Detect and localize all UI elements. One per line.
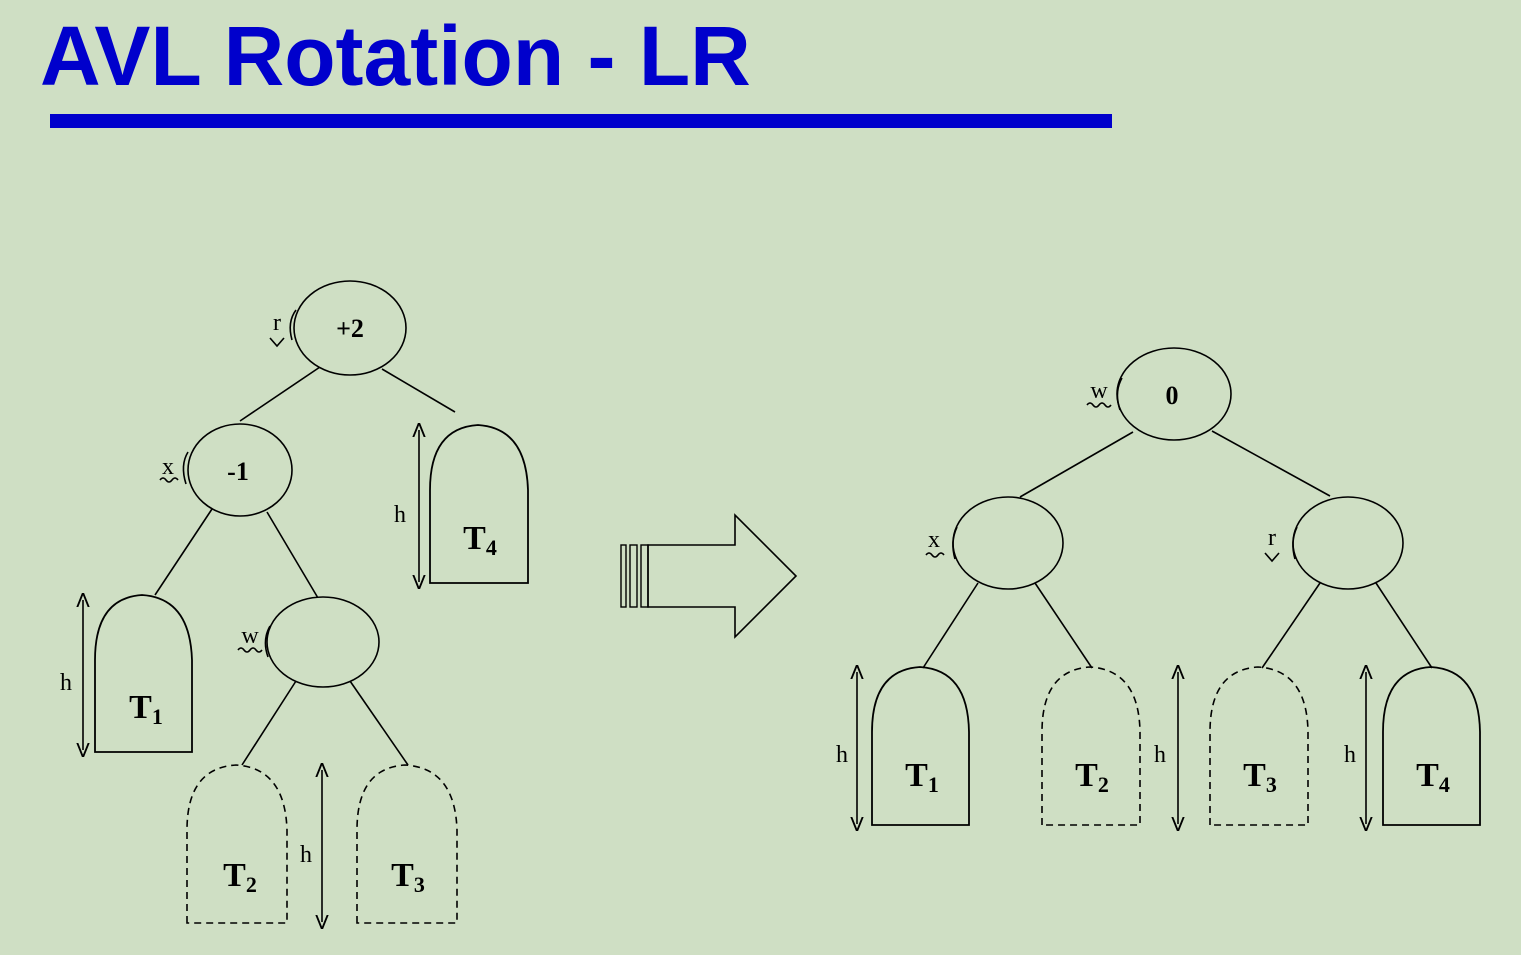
edge-r-t3 — [1261, 582, 1321, 669]
before-subtree-t2: T2 — [186, 764, 288, 924]
right-block-arrow-icon — [620, 513, 798, 639]
edge-r-t4 — [1375, 582, 1433, 669]
svg-text:T2: T2 — [1075, 757, 1109, 797]
node-label: x — [928, 527, 940, 553]
after-height-arrow-t1: h — [836, 672, 857, 824]
before-tree: +2 r -1 x w T1 T4 — [60, 280, 529, 924]
before-height-arrow-t1: h — [60, 600, 83, 750]
svg-text:T4: T4 — [1416, 757, 1450, 797]
before-subtree-t4: T4 — [429, 424, 529, 584]
squiggle-icon — [269, 337, 285, 348]
edge-w-t3 — [349, 680, 409, 766]
svg-text:T3: T3 — [1243, 757, 1277, 797]
svg-text:T4: T4 — [463, 520, 497, 560]
before-node-x: -1 x — [159, 423, 293, 517]
svg-text:h: h — [1154, 742, 1166, 768]
node-label: w — [241, 623, 259, 649]
after-subtree-t3: T3 — [1209, 666, 1309, 826]
after-subtree-t1: T1 — [871, 666, 970, 826]
after-height-arrow-t4: h — [1344, 672, 1366, 824]
edge-x-w — [266, 511, 319, 599]
squiggle-icon — [159, 477, 179, 483]
svg-text:h: h — [300, 842, 312, 868]
node-label: x — [162, 454, 174, 480]
node-label: w — [1090, 378, 1108, 404]
squiggle-icon — [1086, 402, 1112, 408]
before-height-arrow-t4: h — [394, 430, 419, 582]
node-balance: 0 — [1166, 381, 1179, 410]
after-node-r: r — [1264, 496, 1404, 590]
edge-x-t1 — [922, 582, 979, 669]
before-node-r: +2 r — [269, 280, 407, 376]
squiggle-icon — [237, 647, 263, 653]
edge-r-t4 — [381, 368, 456, 413]
svg-text:T1: T1 — [129, 689, 163, 729]
svg-text:h: h — [394, 502, 406, 528]
before-subtree-t3: T3 — [356, 764, 458, 924]
edge-w-x — [1019, 431, 1134, 498]
svg-text:T1: T1 — [905, 757, 939, 797]
edge-x-t2 — [1034, 582, 1093, 669]
squiggle-icon — [1264, 552, 1280, 563]
before-node-w: w — [237, 596, 380, 688]
svg-text:h: h — [1344, 742, 1356, 768]
before-subtree-t1: T1 — [94, 594, 193, 753]
squiggle-icon — [925, 552, 945, 558]
title-underline — [50, 114, 1112, 128]
edge-x-t1 — [154, 508, 213, 596]
before-height-arrow-t2-t3: h — [300, 770, 322, 922]
svg-text:h: h — [60, 670, 72, 696]
edge-w-t2 — [241, 680, 297, 766]
node-balance: +2 — [336, 314, 364, 343]
after-height-arrow-t2-t3: h — [1154, 672, 1178, 824]
slide-title: AVL Rotation - LR — [40, 9, 751, 103]
node-label: r — [1268, 525, 1276, 551]
edge-w-r — [1211, 430, 1331, 497]
node-balance: -1 — [227, 457, 249, 486]
after-node-x: x — [925, 496, 1064, 590]
svg-text:T2: T2 — [223, 857, 257, 897]
node-label: r — [273, 310, 281, 336]
svg-text:h: h — [836, 742, 848, 768]
after-node-w: 0 w — [1086, 347, 1232, 441]
after-subtree-t4: T4 — [1382, 666, 1481, 826]
svg-text:T3: T3 — [391, 857, 425, 897]
after-tree: 0 w x r T1 T2 — [836, 347, 1481, 826]
after-subtree-t2: T2 — [1041, 666, 1141, 826]
edge-r-x — [239, 366, 321, 422]
